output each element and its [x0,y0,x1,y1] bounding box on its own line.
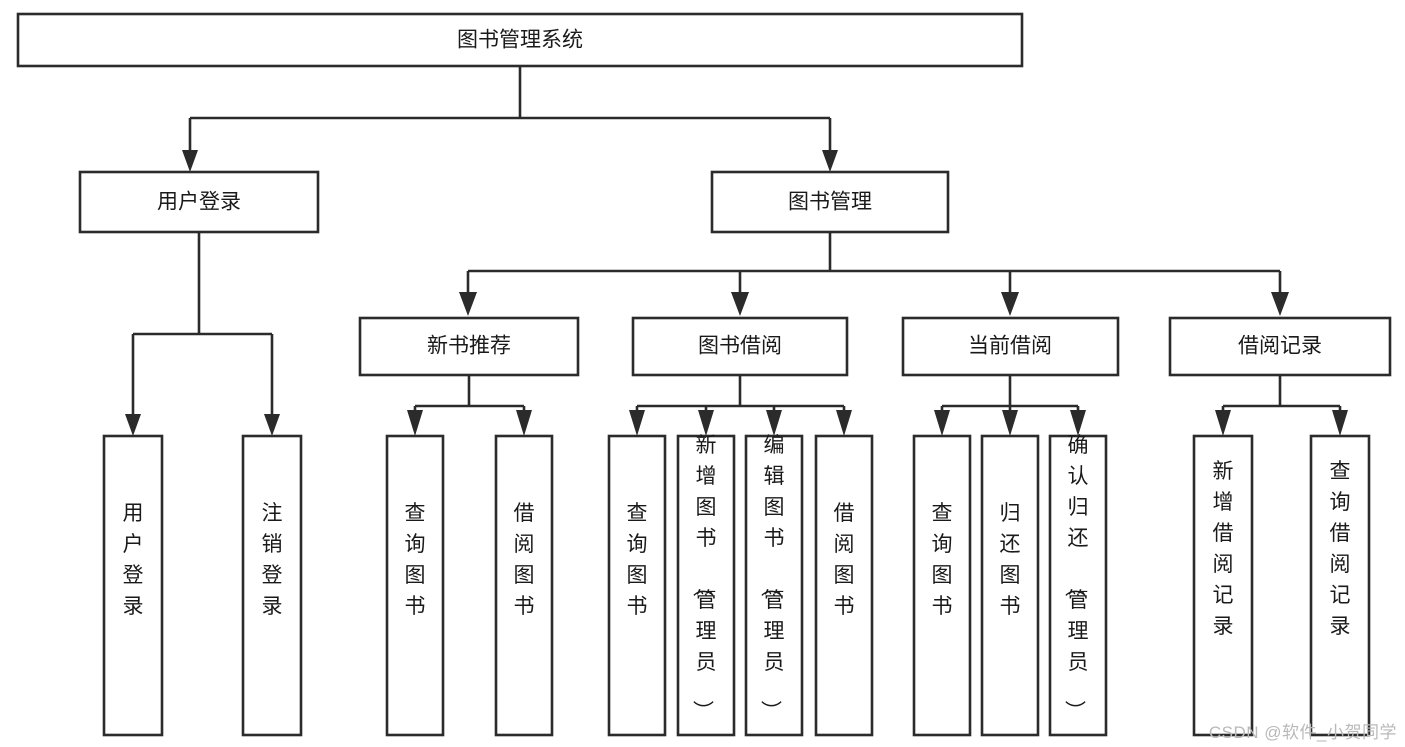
node-book-borrow-label: 图书借阅 [698,335,782,358]
node-leaf-return-book[interactable]: 归还图书 [980,434,1040,737]
node-leaf-edit-book-box[interactable] [744,434,804,737]
node-user-login[interactable]: 用户登录 [78,170,320,234]
node-leaf-query-book-2[interactable]: 查询图书 [607,434,667,737]
arrowhead-leaf-edit-book [766,410,782,436]
node-leaf-add-record-label: 新增借阅记录 [1213,460,1234,638]
arrowhead-leaf-return-book [1002,410,1018,436]
node-current-borrow[interactable]: 当前借阅 [901,316,1120,377]
node-leaf-confirm-return-label: 确认归还（管理员） [1063,434,1089,721]
node-book-manage-box[interactable] [710,170,950,234]
arrowhead-leaf-query-book-3 [934,410,950,436]
node-leaf-query-book-3-box[interactable] [912,434,972,737]
arrowhead-leaf-add-book [698,410,714,436]
node-root[interactable]: 图书管理系统 [16,12,1024,68]
node-leaf-add-record[interactable]: 新增借阅记录 [1192,434,1254,737]
node-leaf-user-login-label: 用户登录 [123,502,144,618]
node-root-box[interactable] [16,12,1024,68]
node-new-book-recommend-label: 新书推荐 [427,335,511,358]
arrowhead-leaf-borrow-book-1 [516,410,532,436]
arrowhead-leaf-add-record [1215,410,1231,436]
node-leaf-query-book-1[interactable]: 查询图书 [385,434,445,737]
node-leaf-query-record-box[interactable] [1309,434,1371,737]
node-leaf-query-book-2-box[interactable] [607,434,667,737]
node-leaf-query-record-label: 查询借阅记录 [1330,460,1351,638]
node-leaf-query-book-3[interactable]: 查询图书 [912,434,972,737]
arrowhead-current-borrow [1001,292,1019,316]
arrowhead-new-book-recommend [459,292,477,316]
arrowhead-book-manage [822,150,838,172]
node-leaf-edit-book[interactable]: 编辑图书（管理员） [744,434,804,737]
node-leaf-query-book-2-label: 查询图书 [627,502,648,618]
node-current-borrow-label: 当前借阅 [968,335,1052,358]
node-current-borrow-box[interactable] [901,316,1120,377]
node-leaf-return-book-box[interactable] [980,434,1040,737]
node-borrow-record-box[interactable] [1168,316,1392,377]
node-leaf-confirm-return[interactable]: 确认归还（管理员） [1048,434,1108,737]
connector-layer [125,66,1348,436]
node-book-manage[interactable]: 图书管理 [710,170,950,234]
node-leaf-logout-login-box[interactable] [241,434,303,737]
node-leaf-logout-login-label: 注销登录 [262,502,283,618]
node-leaf-query-book-1-label: 查询图书 [405,502,426,618]
node-leaf-user-login-box[interactable] [102,434,164,737]
node-leaf-return-book-label: 归还图书 [1000,502,1021,618]
arrowhead-leaf-user-login [125,414,141,436]
node-leaf-query-record[interactable]: 查询借阅记录 [1309,434,1371,737]
arrowhead-leaf-borrow-book-2 [836,410,852,436]
arrowhead-leaf-confirm-return [1070,410,1086,436]
node-leaf-borrow-book-2-box[interactable] [814,434,874,737]
node-user-login-label: 用户登录 [157,191,241,214]
arrowhead-leaf-logout-login [264,414,280,436]
node-new-book-recommend-box[interactable] [358,316,580,377]
arrowhead-user-login [182,150,198,172]
node-leaf-borrow-book-2[interactable]: 借阅图书 [814,434,874,737]
node-book-manage-label: 图书管理 [788,191,872,214]
node-leaf-borrow-book-1-label: 借阅图书 [514,502,535,618]
node-leaf-edit-book-label: 编辑图书（管理员） [759,434,785,721]
node-leaf-confirm-return-box[interactable] [1048,434,1108,737]
arrowhead-book-borrow [731,292,749,316]
node-leaf-query-book-1-box[interactable] [385,434,445,737]
node-leaf-user-login[interactable]: 用户登录 [102,434,164,737]
arrowhead-leaf-query-book-1 [407,410,423,436]
arrowhead-borrow-record [1271,292,1289,316]
arrowhead-leaf-query-book-2 [629,410,645,436]
node-root-label: 图书管理系统 [457,29,583,52]
node-leaf-query-book-3-label: 查询图书 [932,502,953,618]
node-leaf-borrow-book-1[interactable]: 借阅图书 [494,434,554,737]
node-user-login-box[interactable] [78,170,320,234]
node-leaf-add-record-box[interactable] [1192,434,1254,737]
node-leaf-add-book-label: 新增图书（管理员） [691,434,717,721]
node-borrow-record-label: 借阅记录 [1238,335,1322,358]
node-borrow-record[interactable]: 借阅记录 [1168,316,1392,377]
node-leaf-add-book-box[interactable] [676,434,736,737]
node-leaf-borrow-book-2-label: 借阅图书 [834,502,855,618]
arrowhead-leaf-query-record [1332,410,1348,436]
node-new-book-recommend[interactable]: 新书推荐 [358,316,580,377]
node-leaf-add-book[interactable]: 新增图书（管理员） [676,434,736,737]
node-leaf-logout-login[interactable]: 注销登录 [241,434,303,737]
node-leaf-borrow-book-1-box[interactable] [494,434,554,737]
csdn-watermark: CSDN @软件_小贺同学 [1208,723,1397,742]
node-book-borrow[interactable]: 图书借阅 [631,316,849,377]
node-book-borrow-box[interactable] [631,316,849,377]
